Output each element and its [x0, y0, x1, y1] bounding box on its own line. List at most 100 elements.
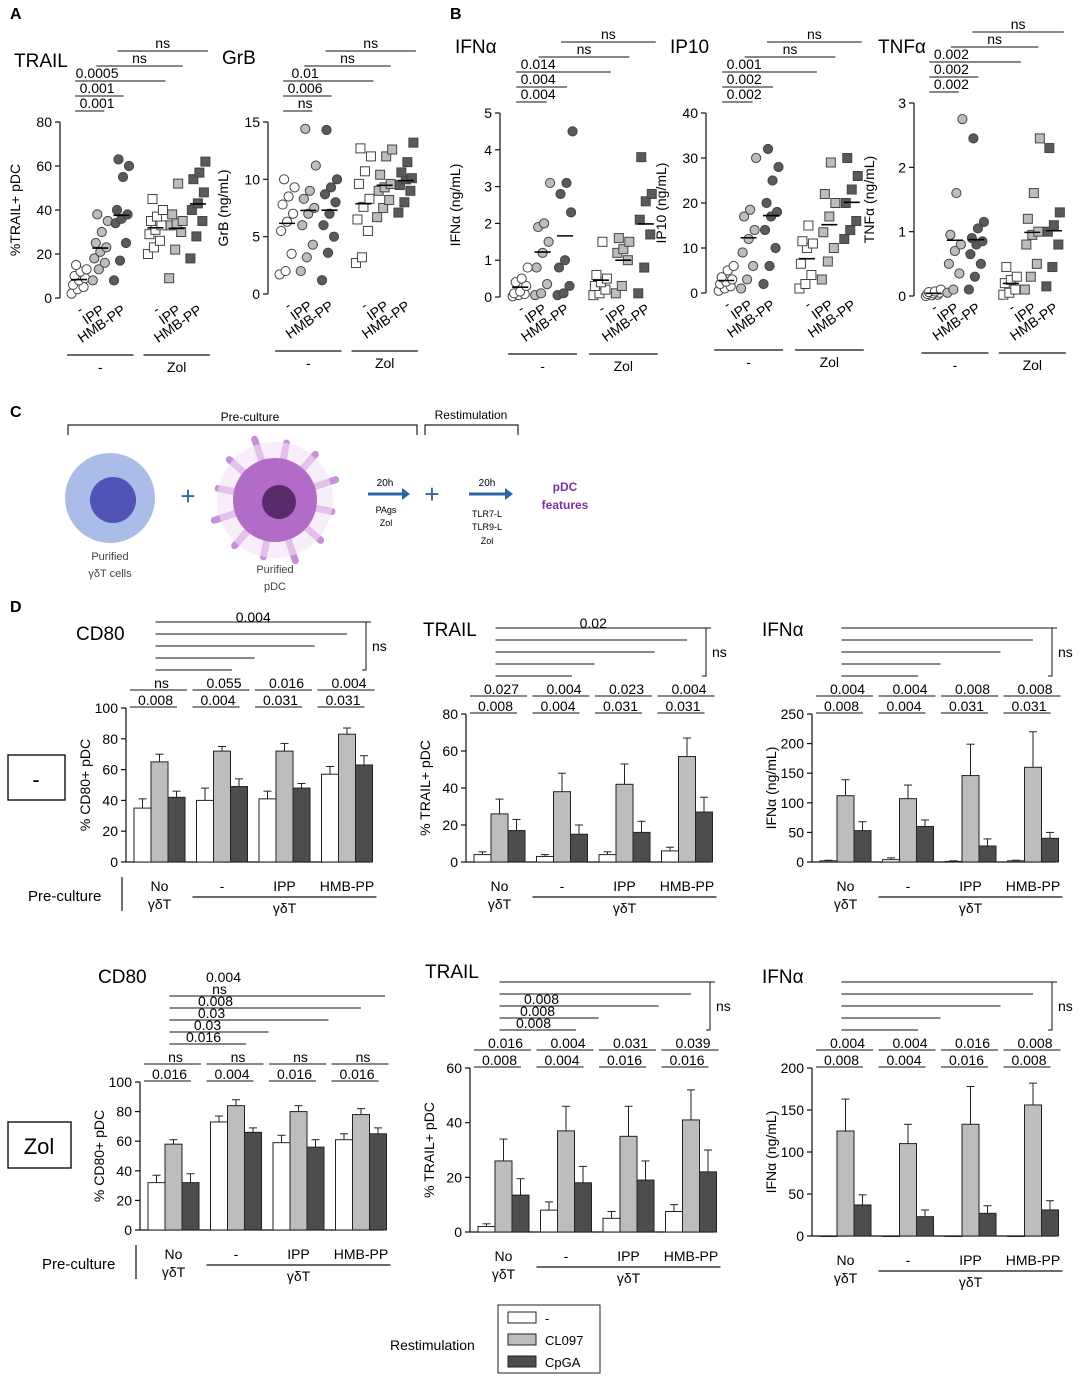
comparison-label: 0.008 [516, 1015, 551, 1031]
legend-item-none: - [545, 1311, 549, 1326]
row-label-zol: Zol [24, 1134, 55, 1159]
data-point [943, 258, 954, 269]
pair-sig-label-bottom: 0.031 [325, 692, 360, 708]
bar [196, 799, 214, 863]
pair-sig-label-top: 0.016 [955, 1035, 990, 1051]
pair-sig-label-top: 0.004 [830, 681, 865, 697]
data-point [277, 199, 288, 210]
data-point [761, 197, 772, 209]
arrow1-time: 20h [377, 478, 394, 489]
y-axis-label: IP10 (ng/mL) [653, 163, 669, 244]
bar [536, 855, 554, 863]
x-tick-label: HMB-PP [660, 878, 714, 894]
bar [619, 1135, 638, 1233]
panel-label-a: A [10, 6, 22, 23]
data-point [624, 236, 635, 247]
data-point [1021, 239, 1032, 250]
significance-label: 0.0005 [76, 65, 119, 81]
data-point [567, 126, 578, 137]
data-point [353, 178, 364, 189]
data-point [558, 288, 569, 299]
y-axis-label: % TRAIL+ pDC [421, 1102, 437, 1198]
data-point [321, 124, 332, 136]
bar [338, 733, 356, 863]
plus-icon-1: + [180, 481, 195, 511]
x-tick-label: No [151, 878, 169, 894]
data-point [951, 187, 962, 199]
significance-label: ns [577, 41, 592, 57]
data-point [818, 227, 829, 238]
data-point [758, 278, 769, 290]
legend-swatch-cl097 [507, 1333, 537, 1346]
data-point [385, 178, 396, 189]
comparison-label: 0.008 [198, 993, 233, 1009]
chart-title: CD80 [76, 624, 125, 645]
data-point [545, 177, 556, 189]
bracket-label: ns [712, 644, 727, 660]
data-point [963, 284, 974, 295]
bar [147, 1182, 166, 1231]
bar [682, 1119, 700, 1233]
bar [944, 1235, 963, 1237]
preculture-row-label: Pre-culture [42, 1256, 115, 1273]
data-point [111, 204, 123, 216]
group-label: Zol [1023, 357, 1042, 373]
y-tick-label: 3 [484, 179, 492, 195]
data-point [280, 265, 291, 277]
data-point [307, 239, 318, 250]
comparison-label: 0.016 [186, 1029, 221, 1045]
x-tick-label: No [495, 1248, 513, 1264]
data-point [748, 260, 759, 272]
y-axis-label: % CD80+ pDC [77, 739, 93, 831]
pdc-cell-icon [210, 435, 340, 565]
data-point [167, 209, 178, 220]
data-point [521, 280, 532, 292]
bracket-line [1048, 981, 1053, 1031]
y-tick-label: 3 [898, 95, 906, 111]
bracket-label: ns [716, 998, 731, 1014]
y-tick-label: 100 [781, 1144, 805, 1160]
data-point [318, 220, 329, 231]
x-tick-label: IPP [613, 878, 636, 894]
bar [882, 1235, 900, 1237]
bar [978, 1212, 997, 1237]
data-point [767, 175, 778, 186]
x-tick-label: IPP [273, 878, 296, 894]
pair-sig-label-top: 0.004 [550, 1035, 585, 1051]
cell1-label-2: γδT cells [88, 568, 132, 580]
pair-sig-label-top: 0.008 [1017, 1035, 1052, 1051]
data-point [561, 177, 572, 189]
y-tick-label: 20 [116, 1192, 132, 1208]
significance-label: ns [363, 35, 378, 51]
data-point [822, 256, 833, 267]
bar [181, 1182, 200, 1231]
y-axis-label: %TRAIL+ pDC [7, 164, 23, 256]
restimulation-legend: Restimulation - CL097 CpGA [390, 1304, 601, 1374]
preculture-row-label: Pre-culture [28, 888, 101, 905]
data-point [319, 189, 331, 200]
y-tick-label: 0 [44, 290, 52, 306]
data-point [364, 193, 375, 204]
data-point [1025, 271, 1036, 282]
pair-sig-label-bottom: 0.016 [152, 1066, 187, 1082]
y-tick-label: 40 [446, 1115, 462, 1131]
pair-sig-label-bottom: 0.004 [200, 692, 235, 708]
row-label-box-none [7, 754, 66, 801]
data-point [114, 255, 126, 266]
arrow1-head-icon [402, 488, 410, 500]
y-tick-label: 60 [36, 158, 52, 174]
data-point [807, 238, 818, 249]
data-point [634, 214, 645, 225]
y-tick-label: 60 [116, 1133, 132, 1149]
data-point [1022, 213, 1033, 224]
data-point [797, 236, 808, 247]
y-tick-label: 100 [109, 1074, 133, 1090]
data-point [728, 260, 739, 272]
data-point [773, 161, 784, 173]
data-point [89, 253, 100, 264]
bar [321, 773, 339, 863]
bar [540, 1209, 558, 1233]
x-tick-label: HMB-PP [724, 296, 778, 340]
data-point [275, 225, 287, 237]
data-point [289, 182, 300, 193]
